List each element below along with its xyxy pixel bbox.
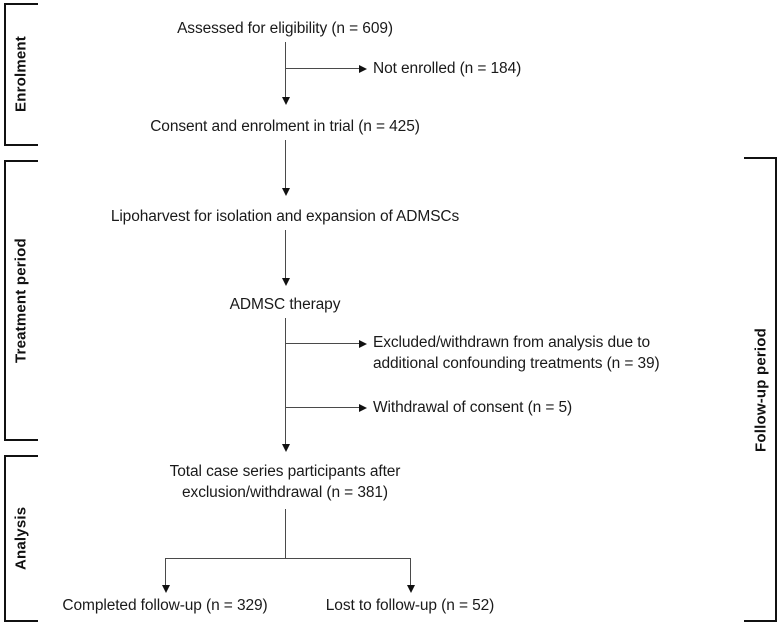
bracket-analysis [4,455,38,622]
arrowhead-not-enrolled [359,64,367,73]
connector-consent-to-lipoharvest [285,140,286,190]
arrowhead-lipoharvest-to-admsc [281,278,290,286]
node-not-enrolled: Not enrolled (n = 184) [373,60,522,77]
connector-excluded-withdrawn [285,343,361,344]
node-withdrawal-of-consent: Withdrawal of consent (n = 5) [373,399,573,416]
node-admsc-therapy: ADMSC therapy [229,296,341,313]
node-consent-and-enrolment: Consent and enrolment in trial (n = 425) [150,118,420,135]
connector-lipoharvest-to-admsc [285,230,286,280]
node-total-case-series-line2: exclusion/withdrawal (n = 381) [182,484,388,501]
node-lost-to-followup: Lost to follow-up (n = 52) [325,597,495,614]
connector-total-to-split [285,509,286,558]
node-lipoharvest: Lipoharvest for isolation and expansion … [110,208,460,225]
node-completed-followup: Completed follow-up (n = 329) [62,597,268,614]
arrowhead-assessed-to-consent [281,97,290,105]
node-assessed-for-eligibility: Assessed for eligibility (n = 609) [177,20,393,37]
bracket-followup-period [744,157,777,622]
connector-withdrawal-of-consent [285,407,361,408]
arrowhead-withdrawal-of-consent [359,403,367,412]
connector-split-right-arm [410,558,411,587]
connector-split-left-arm [165,558,166,587]
connector-split-bar [165,558,410,559]
arrowhead-completed-followup [161,585,170,593]
arrowhead-lost-to-followup [406,585,415,593]
arrowhead-excluded-withdrawn [359,339,367,348]
stage-label-enrolment: Enrolment [12,36,30,113]
bracket-treatment-period [4,160,38,441]
arrowhead-admsc-to-total [281,444,290,452]
bracket-enrolment [4,3,38,146]
arrowhead-consent-to-lipoharvest [281,188,290,196]
node-total-case-series: Total case series participants after exc… [170,461,401,503]
node-excluded-withdrawn-line1: Excluded/withdrawn from analysis due to [373,334,650,351]
connector-admsc-to-total [285,318,286,446]
stage-label-followup-period: Follow-up period [752,327,770,452]
connector-assessed-to-consent [285,42,286,99]
stage-label-treatment-period: Treatment period [12,238,30,363]
stage-label-analysis: Analysis [12,506,30,571]
node-total-case-series-line1: Total case series participants after [169,463,401,480]
connector-not-enrolled [285,68,361,69]
node-excluded-withdrawn: Excluded/withdrawn from analysis due to … [373,332,660,374]
node-excluded-withdrawn-line2: additional confounding treatments (n = 3… [373,355,660,372]
